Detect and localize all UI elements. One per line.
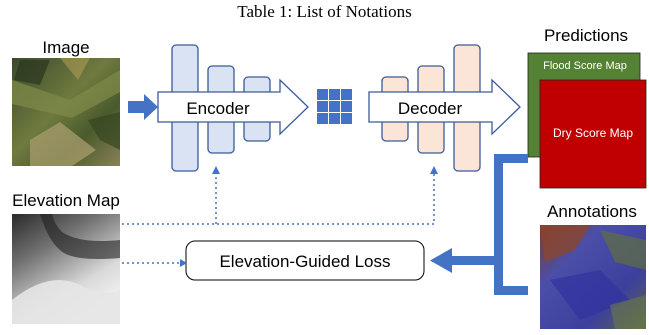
elevation-guidance-lines	[122, 174, 435, 264]
aerial-image-thumbnail	[12, 58, 120, 166]
dry-score-map	[539, 79, 647, 189]
supervision-connector	[430, 154, 528, 295]
figure-caption: Table 1: List of Notations	[237, 2, 412, 21]
annotation-image-thumbnail	[540, 225, 646, 329]
loss-box	[185, 240, 425, 281]
input-arrow-icon	[128, 94, 158, 120]
elevation-guidance-arrowhead-decoder	[430, 166, 438, 174]
latent-grid-icon	[317, 89, 352, 124]
annotations-label: Annotations	[547, 202, 637, 221]
flood-score-map-label: Flood Score Map	[543, 60, 627, 72]
decoder-block	[368, 78, 521, 136]
encoder-block	[157, 78, 309, 136]
elevation-guidance-arrowhead-loss	[180, 259, 187, 267]
elevation-guidance-arrowhead-encoder	[212, 166, 220, 174]
dry-score-map-label: Dry Score Map	[553, 126, 633, 140]
predictions-label: Predictions	[544, 26, 628, 45]
image-label: Image	[42, 38, 89, 57]
encoder-label: Encoder	[186, 99, 250, 118]
loss-label: Elevation-Guided Loss	[219, 252, 390, 271]
decoder-label: Decoder	[398, 99, 463, 118]
elevation-map-label: Elevation Map	[12, 191, 120, 210]
elevation-map-thumbnail	[12, 214, 120, 324]
